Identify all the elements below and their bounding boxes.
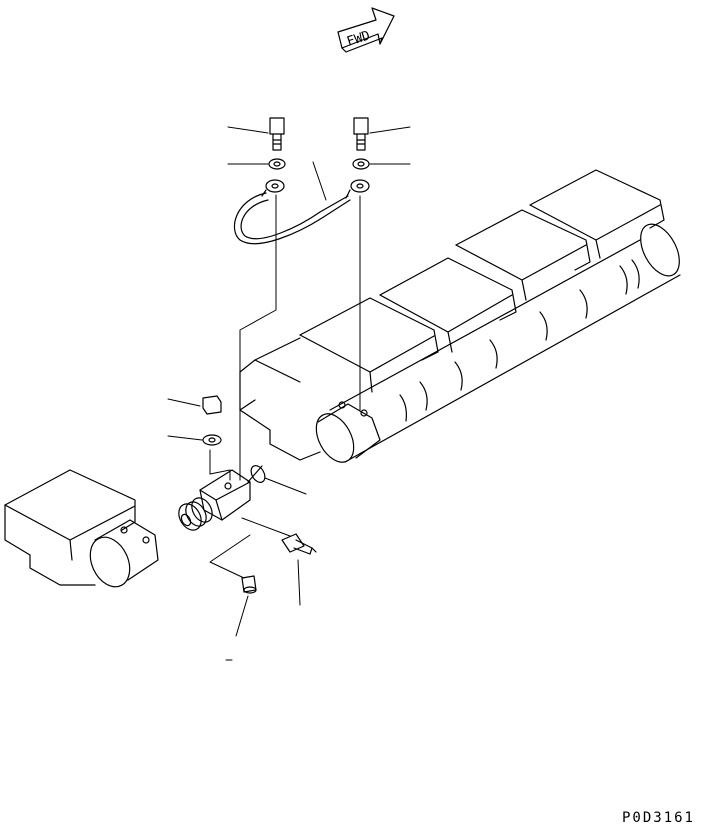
- fitting-body: [178, 469, 251, 531]
- fwd-arrow-icon: FWD: [337, 7, 395, 53]
- bolt-icon: [353, 117, 369, 151]
- sensor-icon: [281, 533, 317, 555]
- bolt-icon: [202, 395, 222, 415]
- washer-icon: [268, 158, 286, 170]
- plug-icon: [241, 575, 257, 594]
- plug-icon: [247, 465, 266, 483]
- fwd-label: FWD: [345, 28, 372, 50]
- washer-icon: [352, 158, 370, 170]
- ground-strap-icon: [233, 179, 370, 245]
- washer-icon: [202, 434, 222, 446]
- left-head-block: [4, 469, 159, 588]
- leader-lines: [167, 126, 411, 661]
- drawing-code: P0D3161: [621, 810, 695, 826]
- bolt-icon: [269, 117, 285, 151]
- cylinder-head-assembly: [239, 169, 681, 463]
